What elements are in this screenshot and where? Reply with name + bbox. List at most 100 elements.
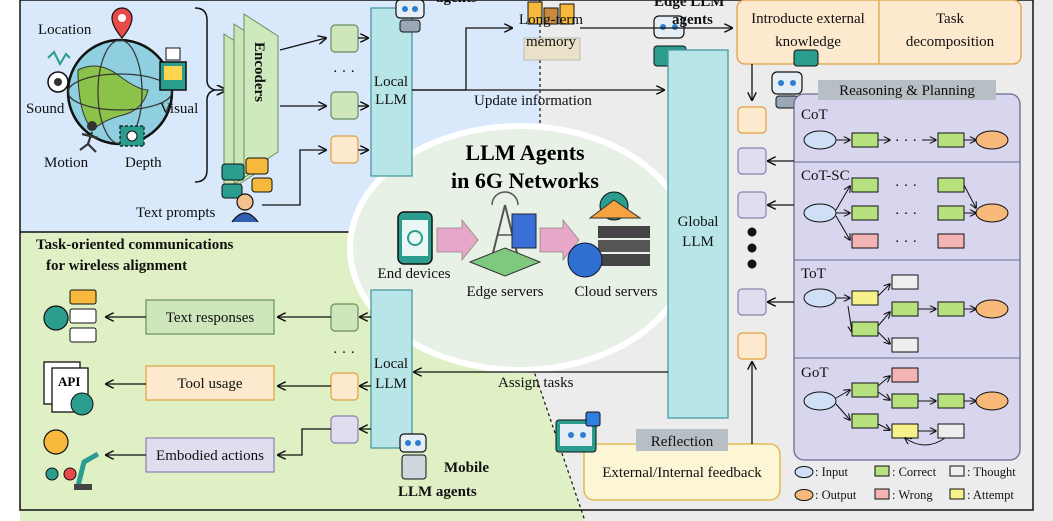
knowledge-line1: Introducte external [751,11,865,27]
depth-label: Depth [125,155,162,171]
embodied-actions-label: Embodied actions [156,448,264,464]
robot-arm-icon [43,429,100,490]
cotsc-label: CoT-SC [801,168,850,184]
memory-line1: Long-term [519,12,583,28]
sound-icon [47,50,71,93]
cloud-servers-label: Cloud servers [575,284,658,300]
update-information-label: Update information [474,93,592,109]
embedding-token-1 [330,24,359,53]
reasoning-planning-label: Reasoning & Planning [839,83,975,99]
memory-icon [523,1,581,61]
encoder-arrows [279,38,326,106]
svg-text:· · ·: · · · [895,133,918,149]
legend-output: : Output [815,488,857,502]
feedback-label: External/Internal feedback [602,465,762,481]
svg-text:· · ·: · · · [895,206,918,222]
local-llm-top-line1: Local [374,74,408,90]
text-token [330,135,359,164]
local-llm-bottom-line1: Local [374,356,408,372]
center-title-line1: LLM Agents [465,140,585,165]
legend: : Input : Correct : Thought : Output : W… [794,465,1016,502]
svg-text:· · ·: · · · [895,178,918,194]
ellipsis-bottom: · · · [333,345,356,361]
tool-usage-label: Tool usage [177,376,243,392]
edge-server-icon [468,191,542,277]
got-label: GoT [801,365,829,381]
cot-label: CoT [801,107,828,123]
memory-line2: memory [526,34,576,50]
assign-tasks-label: Assign tasks [498,375,574,391]
task-decomposition-line2: decomposition [906,34,995,50]
top-agents-label: agents [436,0,477,6]
depth-icon [119,125,145,147]
legend-wrong: : Wrong [892,488,933,502]
cloud-server-icon [567,191,650,278]
legend-thought: : Thought [967,465,1016,479]
reasoning-tokens [737,106,794,360]
globe-icon [66,38,174,146]
mobile-agents-line2: LLM agents [398,484,477,500]
reflection-header [636,429,728,451]
tasks-title-line2: for wireless alignment [46,258,187,274]
reasoning-header [818,80,996,100]
got-graph [803,367,1009,446]
embedding-token-2 [330,91,359,120]
edge-agents-line1: Edge LLM [654,0,724,10]
top-connections [412,28,732,90]
legend-correct: : Correct [892,465,937,479]
local-llm-bottom-line2: LLM [375,376,407,392]
reasoning-robot-icon [771,49,819,109]
text-prompts-label: Text prompts [136,205,216,221]
local-llm-top-line2: LLM [375,92,407,108]
center-title-line2: in 6G Networks [451,168,599,193]
local-llm-bottom [370,289,413,449]
legend-attempt: : Attempt [967,488,1014,502]
embodied-actions-box [145,437,275,473]
location-pin-icon [111,7,133,39]
visual-icon [159,47,187,91]
reflection-robot-icon [555,411,601,453]
mobile-agents-line1: Mobile [444,460,489,476]
mobile-robot-icon [399,433,427,480]
edge-agents-line2: agents [672,12,713,28]
tot-graph [803,274,1009,353]
svg-text:API: API [58,374,80,389]
api-icon: API [43,361,94,416]
legend-input: : Input [815,465,849,479]
tasks-title-line1: Task-oriented communications [36,237,234,253]
end-device-icon [397,211,433,265]
sound-label: Sound [26,101,65,117]
top-robot-icon [395,0,425,33]
visual-label: Visual [160,101,198,117]
encoders-label: Encoders [251,42,267,102]
tool-usage-box [145,365,275,401]
chat-bubbles-icon [221,157,273,199]
location-label: Location [38,22,92,38]
tot-label: ToT [801,266,826,282]
global-llm-line1: Global [678,214,719,230]
output-token-1 [330,303,359,332]
cotsc-graph: · · · · · · · · · [803,177,1009,250]
cot-graph: · · · [803,130,1009,150]
global-llm [667,49,729,419]
output-token-3 [330,415,359,444]
local-llm-top [370,7,413,177]
svg-text:· · ·: · · · [895,234,918,250]
motion-icon [79,121,99,153]
end-devices-label: End devices [378,266,451,282]
global-llm-line2: LLM [682,234,714,250]
text-response-icon [43,289,97,343]
arrow-end-to-edge-icon [436,218,479,262]
text-responses-label: Text responses [166,310,255,326]
edge-servers-label: Edge servers [466,284,543,300]
output-token-2 [330,372,359,401]
encoders-stack: Encoders [223,13,279,195]
reflection-label: Reflection [651,434,714,450]
motion-label: Motion [44,155,89,171]
task-decomposition-line1: Task [936,11,965,27]
ellipsis-top: · · · [333,64,356,80]
text-responses-box [145,299,275,335]
user-icon [231,193,259,223]
